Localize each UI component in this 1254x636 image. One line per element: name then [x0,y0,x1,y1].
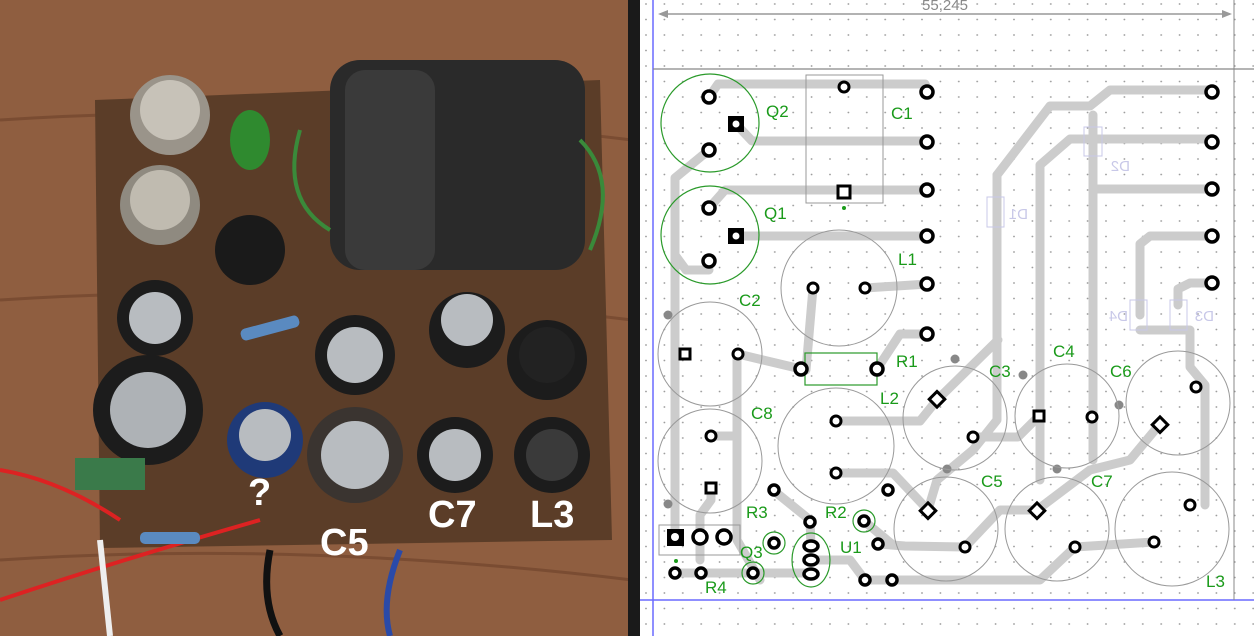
photo-label-c7: C7 [428,494,477,536]
photo-label-c5: C5 [320,522,369,564]
label-c1: C1 [891,104,913,123]
label-d1: D1 [1009,206,1028,223]
label-l3: L3 [1206,572,1225,591]
label-d2: D2 [1111,158,1130,175]
label-l1: L1 [898,250,917,269]
label-c3: C3 [989,362,1011,381]
label-r3: R3 [746,503,768,522]
label-c4: C4 [1053,342,1075,361]
label-d3: D3 [1195,308,1214,325]
photo-label-unknown: ? [248,472,271,514]
silkscreen-labels: Q2 Q1 C1 L1 C2 R1 L2 C3 C4 C6 C8 C5 C7 L… [705,102,1225,597]
label-c8: C8 [751,404,773,423]
board-photo: ? C5 C7 L3 [0,0,640,636]
label-c5: C5 [981,472,1003,491]
label-d4: D4 [1109,308,1128,325]
label-c2: C2 [739,291,761,310]
pads [667,80,1220,587]
label-r4: R4 [705,578,727,597]
photo-label-l3: L3 [530,494,574,536]
label-q1: Q1 [764,204,787,223]
copper-traces [670,79,1217,585]
label-r1: R1 [896,352,918,371]
dimension-value: 55,245 [922,0,968,14]
label-c7: C7 [1091,472,1113,491]
label-q3: Q3 [740,543,763,562]
label-l2: L2 [880,389,899,408]
dimension-line: 55,245 [658,0,1232,18]
component-outlines [657,73,1231,588]
label-r2: R2 [825,503,847,522]
pcb-layout[interactable]: 55,245 [640,0,1254,636]
label-q2: Q2 [766,102,789,121]
label-c6: C6 [1110,362,1132,381]
label-u1: U1 [840,538,862,557]
